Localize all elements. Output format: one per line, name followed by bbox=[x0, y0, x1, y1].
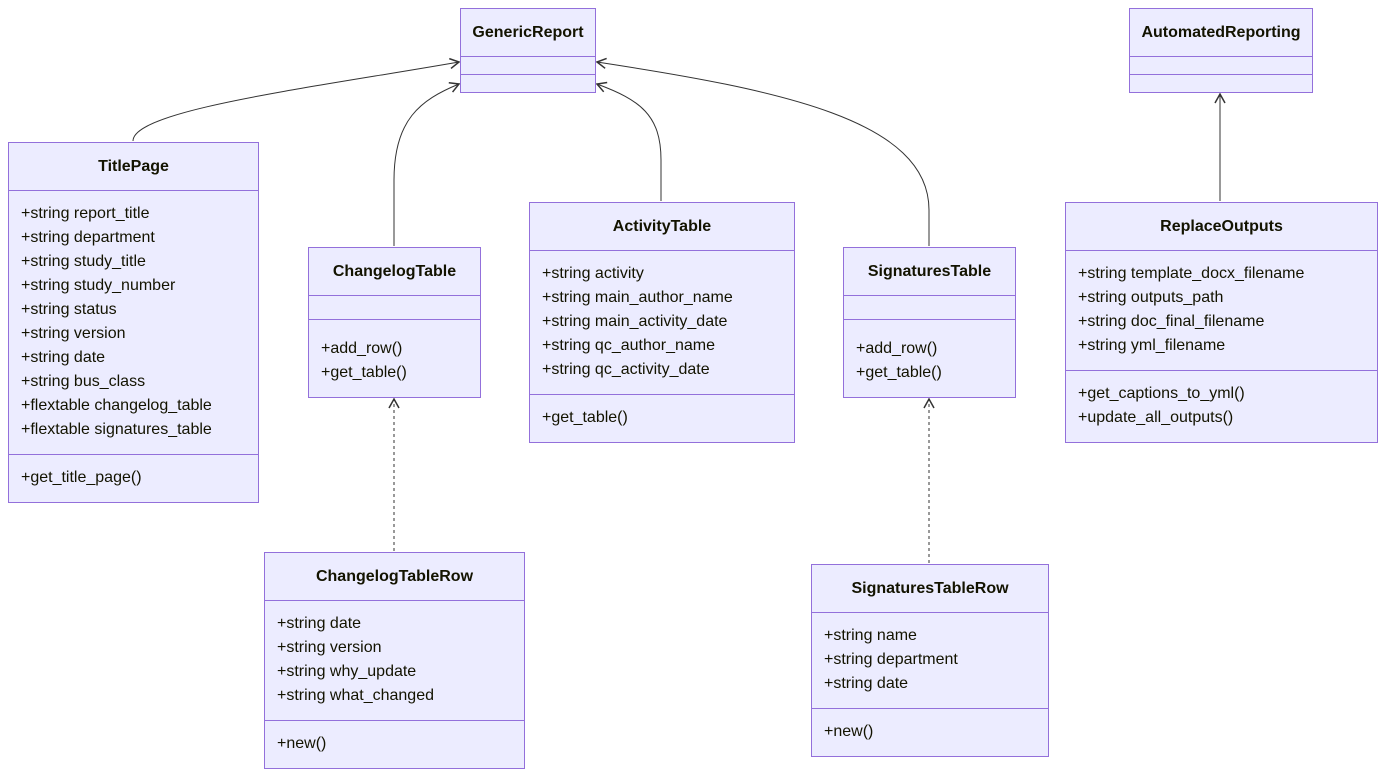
class-genericreport[interactable]: GenericReport bbox=[460, 8, 596, 93]
method: +get_table() bbox=[542, 409, 628, 426]
methods-section: +new() bbox=[265, 721, 524, 768]
edge-titlepage-to-genericreport bbox=[132, 57, 461, 142]
methods-section: +get_table() bbox=[530, 395, 794, 442]
attributes-section bbox=[1130, 57, 1312, 75]
method: +new() bbox=[824, 723, 874, 740]
attribute: +string department bbox=[21, 229, 155, 246]
method: +update_all_outputs() bbox=[1078, 409, 1234, 426]
methods-section: +new() bbox=[812, 709, 1048, 756]
attribute: +string status bbox=[21, 301, 117, 318]
attribute: +string bus_class bbox=[21, 373, 146, 390]
class-signaturestablerow[interactable]: SignaturesTableRow +string name +string … bbox=[811, 564, 1049, 757]
attributes-section bbox=[461, 57, 595, 75]
class-name: ChangelogTable bbox=[309, 248, 480, 296]
attribute: +flextable changelog_table bbox=[21, 397, 212, 414]
attribute: +string qc_author_name bbox=[542, 337, 715, 354]
class-name: GenericReport bbox=[461, 9, 595, 57]
method: +get_title_page() bbox=[21, 469, 142, 486]
attribute: +string study_number bbox=[21, 277, 176, 294]
methods-section: +add_row() +get_table() bbox=[844, 320, 1015, 397]
method: +add_row() bbox=[321, 340, 403, 357]
attribute: +string date bbox=[824, 675, 909, 692]
attribute: +string outputs_path bbox=[1078, 289, 1224, 306]
attributes-section: +string date +string version +string why… bbox=[265, 601, 524, 721]
method: +new() bbox=[277, 735, 327, 752]
class-changelogtablerow[interactable]: ChangelogTableRow +string date +string v… bbox=[264, 552, 525, 769]
attributes-section bbox=[844, 296, 1015, 320]
attribute: +flextable signatures_table bbox=[21, 421, 212, 438]
attribute: +string version bbox=[277, 639, 382, 656]
attribute: +string why_update bbox=[277, 663, 417, 680]
class-activitytable[interactable]: ActivityTable +string activity +string m… bbox=[529, 202, 795, 443]
attribute: +string doc_final_filename bbox=[1078, 313, 1265, 330]
edge-signaturestable-to-genericreport bbox=[595, 57, 930, 246]
attribute: +string yml_filename bbox=[1078, 337, 1226, 354]
method: +get_table() bbox=[321, 364, 407, 381]
methods-section: +get_captions_to_yml() +update_all_outpu… bbox=[1066, 371, 1377, 442]
class-changelogtable[interactable]: ChangelogTable +add_row() +get_table() bbox=[308, 247, 481, 398]
class-replaceoutputs[interactable]: ReplaceOutputs +string template_docx_fil… bbox=[1065, 202, 1378, 443]
attribute: +string name bbox=[824, 627, 917, 644]
attribute: +string main_activity_date bbox=[542, 313, 728, 330]
attribute: +string qc_activity_date bbox=[542, 361, 710, 378]
attribute: +string main_author_name bbox=[542, 289, 733, 306]
attributes-section bbox=[309, 296, 480, 320]
attribute: +string activity bbox=[542, 265, 644, 282]
attributes-section: +string template_docx_filename +string o… bbox=[1066, 251, 1377, 371]
attributes-section: +string activity +string main_author_nam… bbox=[530, 251, 794, 395]
edge-changelogtable-to-genericreport bbox=[393, 82, 461, 246]
edge-activitytable-to-genericreport bbox=[595, 81, 662, 201]
attribute: +string date bbox=[277, 615, 362, 632]
class-name: ActivityTable bbox=[530, 203, 794, 251]
methods-section: +add_row() +get_table() bbox=[309, 320, 480, 397]
attributes-section: +string report_title +string department … bbox=[9, 191, 258, 455]
method: +add_row() bbox=[856, 340, 938, 357]
class-signaturestable[interactable]: SignaturesTable +add_row() +get_table() bbox=[843, 247, 1016, 398]
class-name: TitlePage bbox=[9, 143, 258, 191]
attribute: +string department bbox=[824, 651, 958, 668]
class-name: ChangelogTableRow bbox=[265, 553, 524, 601]
class-titlepage[interactable]: TitlePage +string report_title +string d… bbox=[8, 142, 259, 503]
class-name: AutomatedReporting bbox=[1130, 9, 1312, 57]
class-name: SignaturesTable bbox=[844, 248, 1015, 296]
methods-section: +get_title_page() bbox=[9, 455, 258, 502]
attribute: +string what_changed bbox=[277, 687, 434, 704]
class-name: ReplaceOutputs bbox=[1066, 203, 1377, 251]
attributes-section: +string name +string department +string … bbox=[812, 613, 1048, 709]
class-name: SignaturesTableRow bbox=[812, 565, 1048, 613]
attribute: +string study_title bbox=[21, 253, 146, 270]
method: +get_table() bbox=[856, 364, 942, 381]
attribute: +string report_title bbox=[21, 205, 150, 222]
attribute: +string template_docx_filename bbox=[1078, 265, 1305, 282]
method: +get_captions_to_yml() bbox=[1078, 385, 1245, 402]
attribute: +string date bbox=[21, 349, 106, 366]
class-automatedreporting[interactable]: AutomatedReporting bbox=[1129, 8, 1313, 93]
attribute: +string version bbox=[21, 325, 126, 342]
